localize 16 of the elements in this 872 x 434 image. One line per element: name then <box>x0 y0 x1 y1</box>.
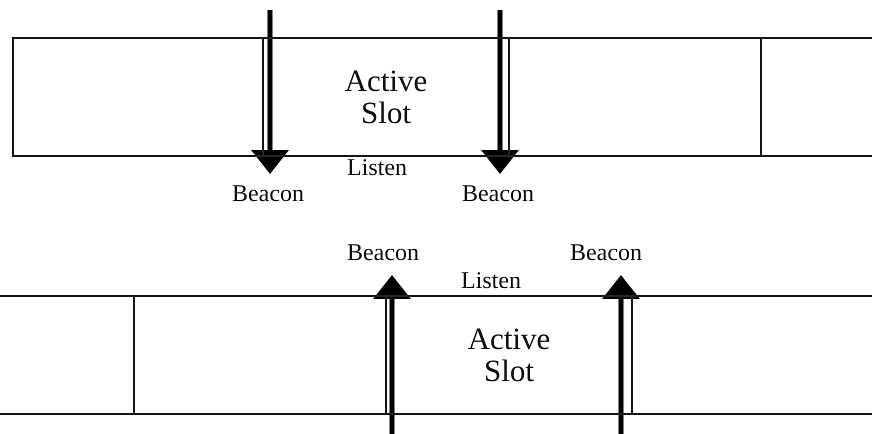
timing-label: Beacon <box>232 181 304 207</box>
slot-box <box>385 295 633 415</box>
empty-slot-box <box>133 295 387 415</box>
slot-label: Active Slot <box>344 65 428 129</box>
timing-label: Beacon <box>347 240 419 266</box>
timing-label: Beacon <box>570 240 642 266</box>
timing-label: Beacon <box>462 181 534 207</box>
slot-label: Active Slot <box>466 323 552 387</box>
empty-slot-box <box>508 37 762 157</box>
empty-slot-box <box>12 37 264 157</box>
empty-slot-box <box>0 295 135 415</box>
slot-box <box>262 37 510 157</box>
timing-label: Listen <box>461 268 521 294</box>
empty-slot-box <box>631 295 872 415</box>
timing-label: Listen <box>347 155 407 181</box>
empty-slot-box <box>760 37 872 157</box>
